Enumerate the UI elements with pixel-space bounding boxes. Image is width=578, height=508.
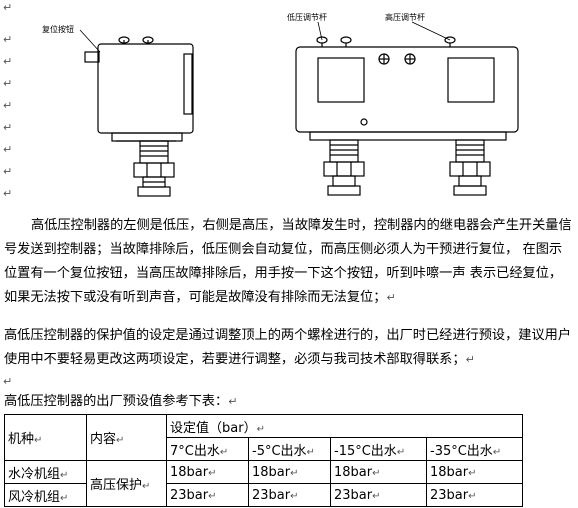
machine-cell: 风冷机组↵ (4, 483, 87, 507)
value-cell: 18bar↵ (330, 460, 427, 484)
paragraph-mark: ↵ (3, 55, 13, 68)
paragraph-mark: ↵ (3, 121, 13, 134)
paragraph-reset-explanation: 高低压控制器的左侧是低压，右侧是高压，当故障发生时，控制器内的继电器会产生开关量… (4, 218, 572, 305)
value-cell: 23bar↵ (248, 483, 331, 507)
header-temp: 7°C出水↵ (166, 437, 249, 461)
low-pressure-rod-label: 低压调节杆 (287, 12, 327, 22)
header-temp: -5°C出水↵ (248, 437, 331, 461)
left-controller (79, 29, 194, 197)
value-cell: 18bar↵ (166, 460, 249, 484)
paragraph-preset-explanation: 高低压控制器的保护值的设定是通过调整顶上的两个螺栓进行的，出厂时已经进行预设，建… (4, 328, 572, 367)
high-pressure-rod-label: 高压调节杆 (385, 12, 425, 22)
right-controller (295, 21, 519, 196)
table-row: 风冷机组↵ 23bar↵ 23bar↵ 23bar↵ 23bar↵ (4, 483, 523, 507)
content-cell: 高压保护↵ (86, 460, 167, 507)
value-cell: 23bar↵ (426, 483, 523, 507)
preset-values-table: 机种↵ 内容↵ 设定值（bar）↵ 7°C出水↵ -5°C出水↵ -15°C出水… (4, 414, 523, 507)
reset-button-label: 复位按钮 (42, 24, 74, 34)
value-cell: 18bar↵ (426, 460, 523, 484)
machine-cell: 水冷机组↵ (4, 460, 87, 484)
paragraph-mark: ↵ (3, 33, 13, 46)
paragraph-mark: ↵ (3, 165, 13, 178)
paragraph-mark: ↵ (3, 143, 13, 156)
paragraph-mark: ↵ (3, 77, 13, 90)
header-temp: -35°C出水↵ (426, 437, 523, 461)
header-setting: 设定值（bar）↵ (166, 414, 523, 438)
paragraph-table-intro: 高低压控制器的出厂预设值参考下表：↵ (4, 394, 238, 409)
value-cell: 18bar↵ (248, 460, 331, 484)
table-row: 水冷机组↵ 高压保护↵ 18bar↵ 18bar↵ 18bar↵ 18bar↵ (4, 460, 523, 507)
paragraph-mark: ↵ (3, 187, 13, 200)
value-cell: 23bar↵ (330, 483, 427, 507)
header-machine: 机种↵ (4, 414, 87, 461)
value-cell: 23bar↵ (166, 483, 249, 507)
paragraph-mark: ↵ (3, 1, 13, 14)
paragraph-mark: ↵ (3, 375, 13, 388)
controller-drawing: 复位按钮 低压调节杆 高压调节杆 (42, 12, 519, 197)
paragraph-mark: ↵ (3, 99, 13, 112)
header-temp: -15°C出水↵ (330, 437, 427, 461)
header-content: 内容↵ (86, 414, 167, 461)
